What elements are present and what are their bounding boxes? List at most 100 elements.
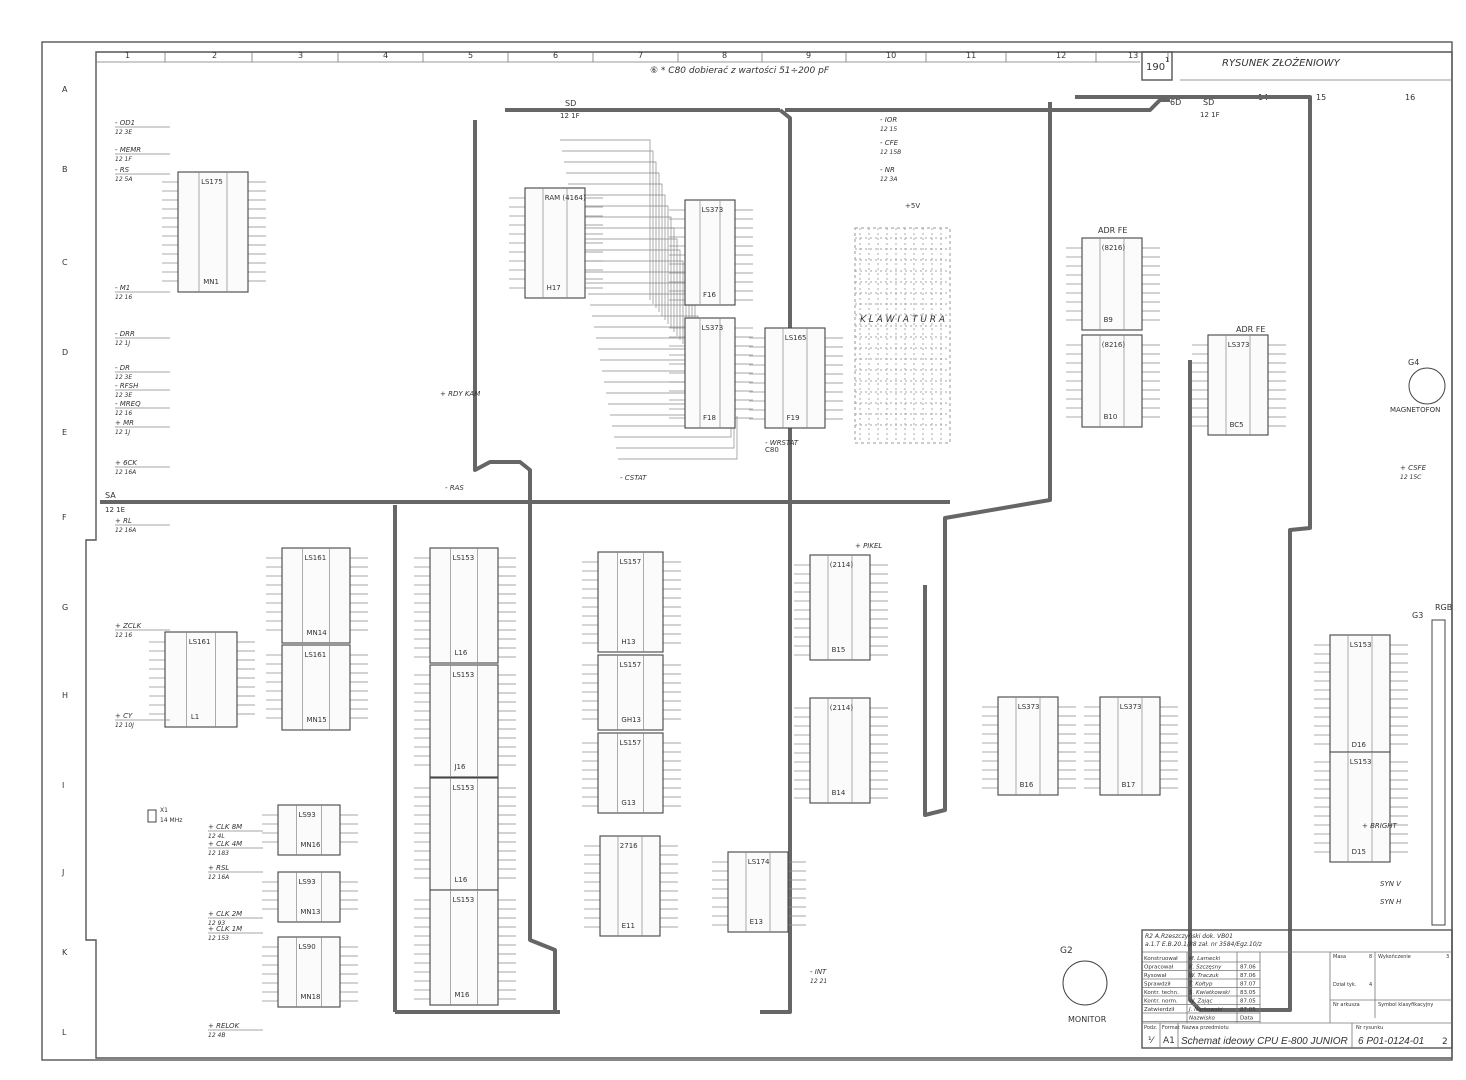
- signal-name: - WRSTAT: [765, 439, 799, 447]
- signal-ref: 12 15B: [880, 149, 901, 156]
- chip-body: [727, 851, 789, 933]
- role-label: Kontr. norm.: [1144, 999, 1178, 1005]
- chip-type: LS153: [452, 784, 474, 792]
- signal-ref: 12 16: [115, 632, 132, 639]
- row-label: E: [62, 428, 67, 437]
- signal-ref: 12 16A: [208, 874, 229, 881]
- chip-type: LS373: [702, 206, 724, 214]
- chip-body: [429, 777, 499, 891]
- chip-type: LS90: [298, 943, 315, 951]
- chip-type: LS157: [619, 558, 641, 566]
- chip-b9: (8216)B9: [1081, 237, 1143, 331]
- signal-ref: 12 15: [880, 126, 897, 133]
- role-label: Sprawdził: [1144, 982, 1171, 988]
- signal-right-9: - CSTAT: [620, 474, 647, 482]
- chip-type: LS161: [304, 554, 326, 562]
- chip-type: LS157: [619, 661, 641, 669]
- signal-ref: 12 16A: [115, 527, 136, 534]
- signal-ref: 12 16: [115, 410, 132, 417]
- bus-sd-label: SD: [565, 99, 576, 108]
- plus5v-label: +5V: [905, 202, 920, 210]
- monitor-connector: G2 MONITOR: [1060, 946, 1108, 1024]
- signal-ref: 12 153: [208, 935, 229, 942]
- classification-label: Dział tyk.: [1333, 982, 1357, 988]
- bus-sa-ref: 12 1E: [105, 506, 125, 514]
- chip-body: [164, 631, 238, 728]
- signal-ref: 12 5A: [115, 176, 132, 183]
- role-date: 87.05: [1240, 999, 1256, 1005]
- chip-ref: L16: [454, 876, 467, 884]
- chip-body: [1099, 696, 1161, 796]
- role-name: W. Zając: [1189, 999, 1213, 1005]
- signal-ref: 12 15C: [1400, 474, 1422, 481]
- chip-type: LS153: [1350, 758, 1372, 766]
- role-name: T. Kołtyp: [1189, 982, 1213, 988]
- signal-name: + ZCLK: [115, 622, 143, 630]
- bus-right: [1075, 95, 1312, 1012]
- chip-ref: H17: [547, 284, 561, 292]
- signal-name: - INT: [810, 968, 827, 976]
- chip-body: [277, 804, 341, 856]
- chip-type: LS174: [748, 858, 770, 866]
- crystal-ref: X1: [160, 807, 168, 814]
- signal-name: - RS: [115, 166, 130, 174]
- format-value: A1: [1163, 1036, 1175, 1046]
- chip-body: [524, 187, 586, 299]
- signal-ref: 12 4B: [208, 1032, 225, 1039]
- chip-ref: MN14: [306, 629, 327, 637]
- chip-ref: J16: [453, 763, 466, 771]
- chip-body: [429, 889, 499, 1006]
- signal-name: + CLK 2M: [208, 910, 242, 918]
- row-label: H: [62, 691, 68, 700]
- chip-type: LS373: [1120, 703, 1142, 711]
- bus-6d-label2: SD: [1203, 98, 1214, 107]
- chip-type: LS153: [452, 671, 474, 679]
- chip-ref: B14: [832, 789, 846, 797]
- sheets-count: 2: [1442, 1037, 1448, 1047]
- chip-ref: F16: [703, 291, 716, 299]
- chip-type: RAM (4164): [545, 194, 586, 202]
- chip-ref: F18: [703, 414, 716, 422]
- column-label: 12: [1056, 51, 1066, 60]
- chip-type: (2114): [830, 561, 854, 569]
- chip-body: [277, 936, 341, 1008]
- role-name: S. Kwiatkowski: [1189, 990, 1230, 996]
- signal-ref: 12 3A: [880, 176, 897, 183]
- drawing-no-label: Nr rysunku: [1356, 1025, 1383, 1031]
- signal-name: - IOR: [880, 116, 897, 124]
- column-label: 5: [468, 51, 473, 60]
- role-label: Opracował: [1144, 965, 1174, 971]
- signal-name: + BRIGHT: [1362, 822, 1398, 830]
- signal-name: SYN V: [1380, 880, 1402, 888]
- chip-type: LS165: [785, 334, 807, 342]
- classification-no: 4: [1369, 982, 1372, 988]
- signal-name: - OD1: [115, 119, 135, 127]
- chip-type: LS373: [1018, 703, 1040, 711]
- drawing-name: Schemat ideowy CPU E-800 JUNIOR: [1181, 1036, 1348, 1047]
- signal-ref: 12 4L: [208, 833, 225, 840]
- drawing-no: 6 P01-0124-01: [1358, 1036, 1424, 1047]
- chip-type: (8216): [1102, 341, 1126, 349]
- signal-name: + RDY KAM: [440, 390, 480, 398]
